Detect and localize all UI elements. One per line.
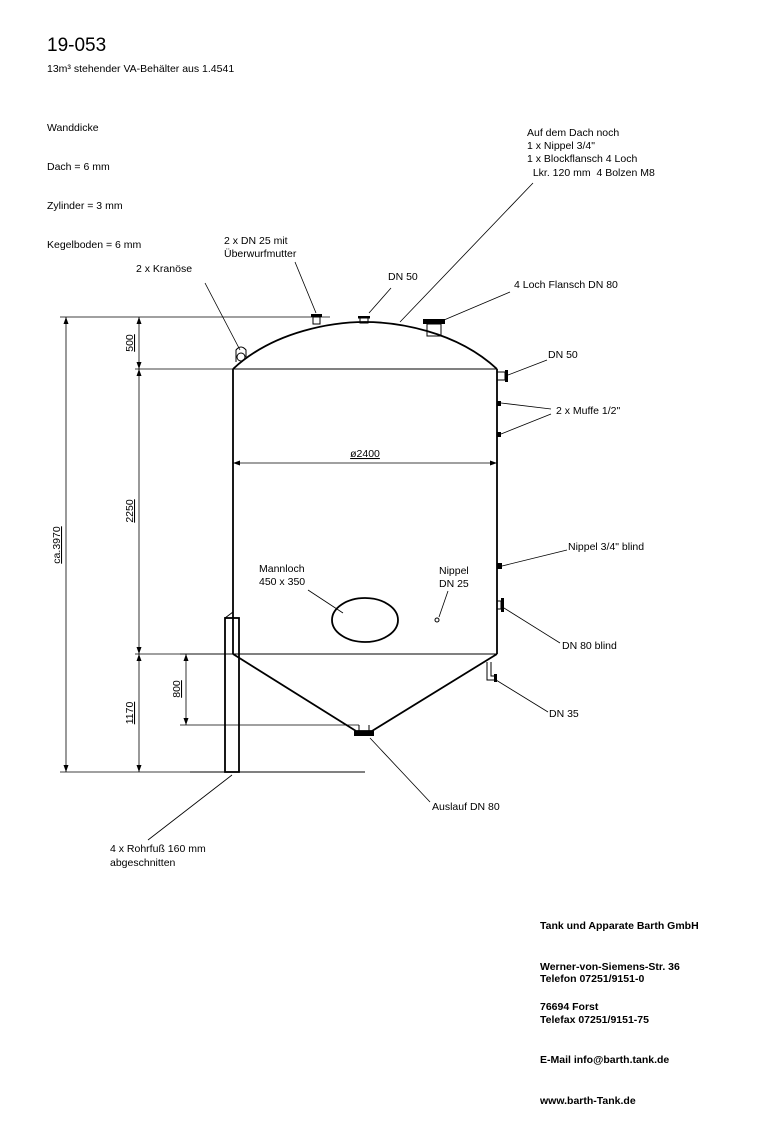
dimension-lines (60, 316, 497, 773)
wall-thickness-block: Wanddicke Dach = 6 mm Zylinder = 3 mm Ke… (47, 96, 141, 265)
tank-cone (232, 653, 498, 732)
outlet-flange (354, 731, 374, 736)
leader-dn80-blind (503, 607, 561, 644)
sleeve-lower (497, 432, 501, 437)
company-street: Werner-von-Siemens-Str. 36 (540, 960, 680, 973)
crane-eye-lug (235, 346, 247, 362)
leader-manhole (307, 589, 344, 614)
dn80-blind-flange (501, 598, 504, 612)
company-city: 76694 Forst (540, 1001, 599, 1013)
wall-thickness-cone: Kegelboden = 6 mm (47, 239, 142, 251)
dn50-side-nozzle (496, 371, 506, 381)
dim-diameter-label: ø2400 (350, 448, 380, 460)
company-block: Tank und Apparate Barth GmbH Werner-von-… (540, 893, 699, 1028)
dn80-blind-label: DN 80 blind (562, 640, 617, 652)
dn25-overflow-nozzle (312, 316, 321, 325)
tank-legs (190, 611, 365, 773)
leader-lines (147, 182, 568, 841)
crane-eye-icon (236, 352, 246, 362)
side-fittings (486, 370, 508, 682)
wall-thickness-roof: Dach = 6 mm (47, 161, 110, 173)
dim-cone-label: 1170 (124, 702, 136, 725)
dn80-flange-plate (423, 319, 445, 324)
leader-nipple-blind (501, 549, 568, 567)
manhole-label-2: 450 x 350 (259, 576, 305, 588)
roof-fittings (235, 314, 445, 362)
dn35-pipe (486, 662, 494, 681)
overflow-nut-label-1: 2 x DN 25 mit (224, 235, 288, 247)
wall-thickness-cylinder: Zylinder = 3 mm (47, 200, 123, 212)
sleeve-upper (497, 401, 501, 406)
leader-outlet (369, 737, 431, 803)
drawing-subtitle: 13m³ stehender VA-Behälter aus 1.4541 (47, 63, 235, 75)
dim-roof-label: 500 (124, 334, 136, 352)
dim-cylinder-label: 2250 (124, 499, 136, 523)
contact-fax: Telefax 07251/9151-75 (540, 1013, 649, 1026)
leader-sleeve-1 (500, 402, 552, 410)
contact-website[interactable]: www.barth-Tank.de (540, 1094, 636, 1107)
leader-dn35 (495, 679, 549, 713)
nipple-blind-label: Nippel 3/4" blind (568, 541, 644, 553)
dim-leg-label: 800 (171, 680, 183, 698)
leader-crane-eyes (204, 282, 241, 351)
manhole-ellipse (331, 597, 399, 643)
leg-top (224, 611, 234, 619)
leader-dn50-roof (368, 287, 392, 314)
feet-label-1: 4 x Rohrfuß 160 mm (110, 843, 206, 855)
nipple-dn25-icon (434, 617, 440, 623)
tank-body (232, 321, 498, 736)
roof-note-line-1: Auf dem Dach noch (527, 127, 619, 139)
contact-phone: Telefon 07251/9151-0 (540, 973, 645, 985)
leader-dn50-side (507, 359, 548, 376)
dn50-roof-label: DN 50 (388, 271, 418, 283)
roof-note-line-4: Lkr. 120 mm 4 Bolzen M8 (527, 167, 655, 179)
manhole-label-1: Mannloch (259, 563, 305, 575)
leader-roof-note (399, 182, 534, 323)
contact-email[interactable]: E-Mail info@barth.tank.de (540, 1054, 670, 1066)
dn35-flange (494, 674, 497, 682)
leader-sleeve-2 (500, 413, 552, 435)
dn50-side-label: DN 50 (548, 349, 578, 361)
drawing-number: 19-053 (47, 35, 107, 56)
dim-total-height-label: ca.3970 (51, 526, 63, 564)
outlet-label: Auslauf DN 80 (432, 801, 500, 813)
leader-feet (147, 774, 233, 841)
leader-nipple (438, 590, 449, 618)
company-name: Tank und Apparate Barth GmbH (540, 920, 699, 932)
flange-dn80-label: 4 Loch Flansch DN 80 (514, 279, 618, 291)
leader-overflow (294, 261, 317, 314)
sleeve-label: 2 x Muffe 1/2" (556, 405, 621, 417)
dn50-side-flange (505, 370, 508, 382)
tank-roof (232, 321, 498, 370)
crane-eyes-label: 2 x Kranöse (136, 263, 192, 275)
dn35-label: DN 35 (549, 708, 579, 720)
roof-note-line-2: 1 x Nippel 3/4" (527, 140, 595, 152)
nipple-blind-nozzle (497, 563, 502, 569)
tank-drawing: ca.3970 500 2250 1170 800 ø2400 Auf dem … (51, 127, 655, 869)
dn25-overflow-flange (311, 314, 322, 317)
feet-label-2: abgeschnitten (110, 857, 176, 869)
nipple-dn25-label-2: DN 25 (439, 578, 469, 590)
leader-flange-dn80 (443, 291, 511, 321)
overflow-nut-label-2: Überwurfmutter (224, 248, 297, 260)
leg-left (224, 617, 240, 773)
dimension-arrows (63, 317, 497, 772)
nipple-dn25-label-1: Nippel (439, 565, 469, 577)
dn50-roof-flange (358, 316, 370, 319)
roof-note-line-3: 1 x Blockflansch 4 Loch (527, 153, 637, 165)
contact-block: Telefon 07251/9151-0 Telefax 07251/9151-… (540, 946, 669, 1122)
wall-thickness-heading: Wanddicke (47, 122, 99, 134)
